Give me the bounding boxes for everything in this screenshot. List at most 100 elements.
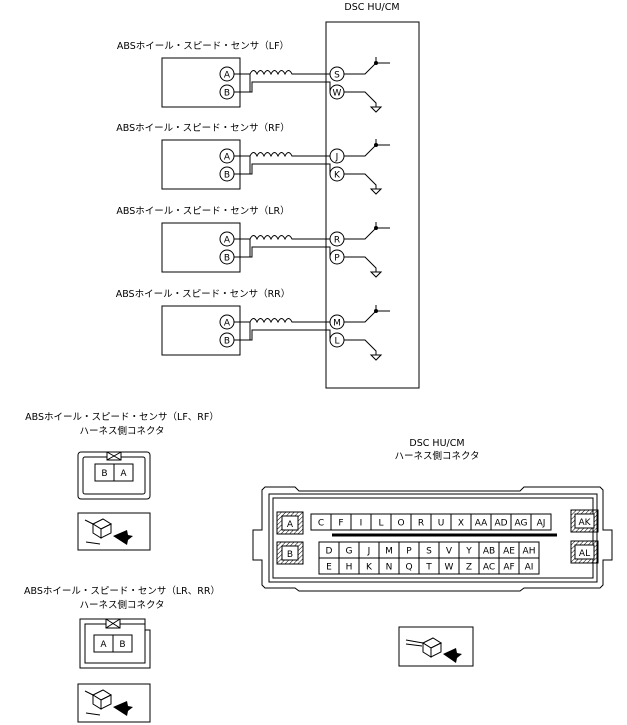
rear-connector-title-line1: ABSホイール・スピード・センサ（LR、RR）: [24, 585, 220, 597]
dsc-side-pin-a-label: A: [287, 520, 294, 530]
twisted-wire-return: [234, 156, 331, 175]
dsc-pin-row2-7: V: [438, 541, 460, 559]
dsc-pin-label: P: [406, 547, 412, 557]
dsc-pin-label: X: [458, 519, 464, 529]
internal-ground-line: [344, 339, 377, 355]
dsc-pin-row2-10: AE: [498, 541, 520, 559]
dsc-pin-row3-1: E: [318, 557, 340, 575]
dsc-pin-row2-11: AH: [518, 541, 540, 559]
dsc-pin-label: AC: [483, 563, 495, 573]
sensor-pin-b-label: B: [224, 89, 230, 99]
dsc-pin-row1-3: I: [350, 513, 372, 531]
dsc-pin-row3-3: K: [358, 557, 380, 575]
twisted-wire-return: [234, 322, 331, 341]
dsc-pin-row1-4: L: [370, 513, 392, 531]
rear-connector-pin-2: B: [119, 640, 125, 650]
sensor-label: ABSホイール・スピード・センサ（RR）: [116, 288, 291, 300]
dsc-pin-label: F: [338, 519, 343, 529]
dsc-pin-row1-6: R: [410, 513, 432, 531]
dsc-connector-body: [252, 486, 613, 592]
sensor-pin-b-label: B: [224, 171, 230, 181]
dsc-terminal-signal-label: M: [333, 319, 341, 329]
dsc-terminal-ground-label: P: [334, 254, 340, 264]
sensor-pin-a-label: A: [224, 319, 231, 329]
ground-symbol: [369, 106, 383, 113]
front-connector-title-line2: ハーネス側コネクタ: [79, 425, 164, 437]
junction-dot: [374, 61, 378, 65]
dsc-pin-label: R: [418, 519, 424, 529]
dsc-pin-label: N: [386, 563, 393, 573]
twisted-wire: [234, 318, 330, 324]
front-connector-pin-1: B: [101, 469, 107, 479]
sensor-pin-a-label: A: [224, 71, 231, 81]
dsc-pin-row1-11: AG: [510, 513, 532, 531]
junction-dot: [374, 143, 378, 147]
dsc-pin-row1-5: O: [390, 513, 412, 531]
dsc-connector-view-icon: [398, 626, 474, 667]
internal-supply-line: [344, 305, 390, 323]
dsc-pin-row1-7: U: [430, 513, 452, 531]
internal-ground-line: [344, 91, 377, 107]
dsc-connector-title-line1: DSC HU/CM: [409, 438, 464, 449]
rear-connector-view-icon: [77, 683, 151, 723]
dsc-pin-label: E: [326, 563, 332, 573]
twisted-wire-return: [234, 74, 331, 93]
sensor-pin-a-label: A: [224, 236, 231, 246]
front-connector-drawing: B A: [77, 451, 151, 500]
sensor-pin-a-label: A: [224, 153, 231, 163]
dsc-pin-row2-8: Y: [458, 541, 480, 559]
twisted-wire: [234, 70, 330, 76]
dsc-pin-label: AI: [525, 563, 534, 573]
dsc-pin-row1-10: AD: [490, 513, 512, 531]
dsc-pin-row2-9: AB: [478, 541, 500, 559]
dsc-pin-label: M: [385, 547, 393, 557]
internal-ground-line: [344, 256, 377, 272]
dsc-terminal-signal-label: R: [334, 236, 340, 246]
sensor-box: [161, 57, 241, 108]
rear-connector-title-line2: ハーネス側コネクタ: [79, 599, 164, 611]
dsc-pin-row2-4: M: [378, 541, 400, 559]
dsc-pin-row1-2: F: [330, 513, 352, 531]
dsc-pin-label: Z: [466, 563, 472, 573]
dsc-side-pin-a: A: [276, 511, 304, 535]
dsc-terminal-ground-label: K: [334, 171, 341, 181]
sensor-pin-b-label: B: [224, 337, 230, 347]
dsc-pin-label: AD: [494, 519, 507, 529]
internal-supply-line: [344, 222, 390, 240]
dsc-pin-row1-1: C: [310, 513, 332, 531]
front-connector-view-icon: [77, 512, 151, 551]
dsc-side-pin-b: B: [276, 541, 304, 565]
dsc-pin-label: D: [326, 547, 333, 557]
dsc-pin-row3-8: Z: [458, 557, 480, 575]
dsc-pin-label: Y: [465, 547, 472, 557]
dsc-pin-label: T: [425, 563, 432, 573]
junction-dot: [374, 226, 378, 230]
sensor-pin-b-label: B: [224, 254, 230, 264]
sensor-box: [161, 305, 241, 356]
dsc-pin-row2-2: G: [338, 541, 360, 559]
dsc-pin-label: Q: [405, 563, 412, 573]
dsc-pin-row1-12: AJ: [530, 513, 552, 531]
dsc-pin-row2-3: J: [358, 541, 380, 559]
dsc-pin-label: K: [366, 563, 373, 573]
dsc-pin-label: C: [318, 519, 324, 529]
ground-symbol: [369, 271, 383, 278]
front-connector-pin-2: A: [120, 469, 127, 479]
dsc-pin-row3-6: T: [418, 557, 440, 575]
internal-supply-line: [344, 57, 390, 75]
dsc-pin-row3-9: AC: [478, 557, 500, 575]
dsc-pin-label: I: [360, 519, 363, 529]
dsc-pin-label: G: [346, 547, 353, 557]
dsc-pin-row2-6: S: [418, 541, 440, 559]
sensor-label: ABSホイール・スピード・センサ（LF）: [117, 40, 289, 52]
dsc-pin-label: U: [438, 519, 445, 529]
twisted-wire: [234, 235, 330, 241]
dsc-pin-row3-4: N: [378, 557, 400, 575]
dsc-pin-label: J: [367, 547, 371, 557]
dsc-pin-row1-8: X: [450, 513, 472, 531]
dsc-terminal-signal-label: J: [335, 153, 339, 163]
rear-connector-drawing: A B: [79, 618, 151, 669]
